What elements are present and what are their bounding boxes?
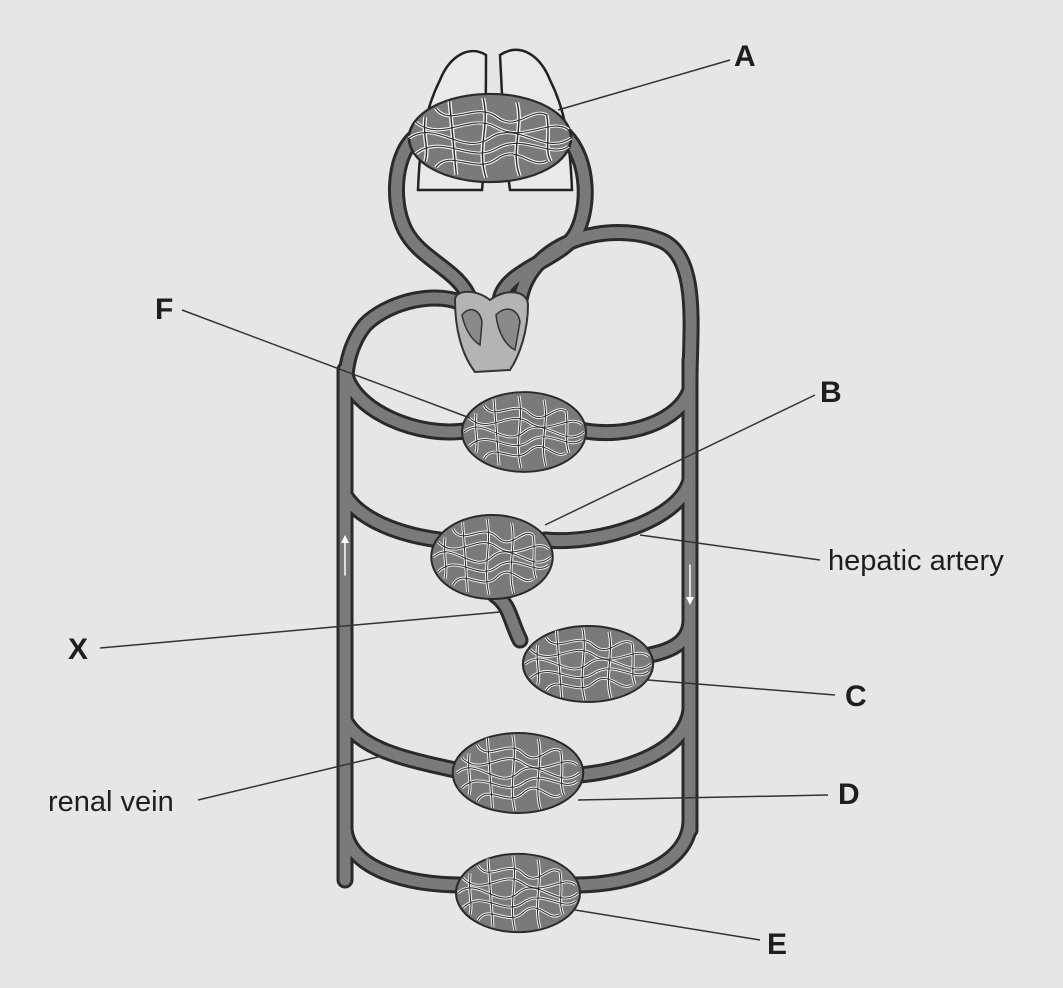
network-C (521, 625, 655, 703)
leader-A (557, 59, 731, 111)
network-D (451, 732, 585, 814)
label-B: B (820, 376, 842, 409)
vessels (336, 126, 700, 894)
label-C: C (845, 680, 867, 713)
label-renal-vein: renal vein (48, 786, 174, 818)
leader-renal-vein (197, 755, 383, 801)
leader-X (99, 611, 501, 649)
heart (453, 290, 530, 374)
label-hepatic-artery: hepatic artery (828, 545, 1004, 577)
leader-lines (99, 59, 836, 941)
label-D: D (838, 778, 860, 811)
leader-F (181, 309, 471, 419)
network-B (430, 514, 554, 600)
label-E: E (767, 928, 788, 961)
lung-capillary-network (409, 92, 571, 184)
network-E (455, 852, 581, 934)
capillary-networks (409, 92, 655, 934)
leader-C (647, 679, 836, 696)
label-A: A (734, 40, 756, 73)
network-F (461, 391, 587, 473)
leader-D (577, 794, 829, 801)
leader-B (544, 394, 816, 526)
leader-hepatic-artery (639, 534, 821, 561)
label-X: X (68, 633, 89, 666)
leader-E (574, 909, 761, 941)
label-F: F (155, 293, 174, 326)
